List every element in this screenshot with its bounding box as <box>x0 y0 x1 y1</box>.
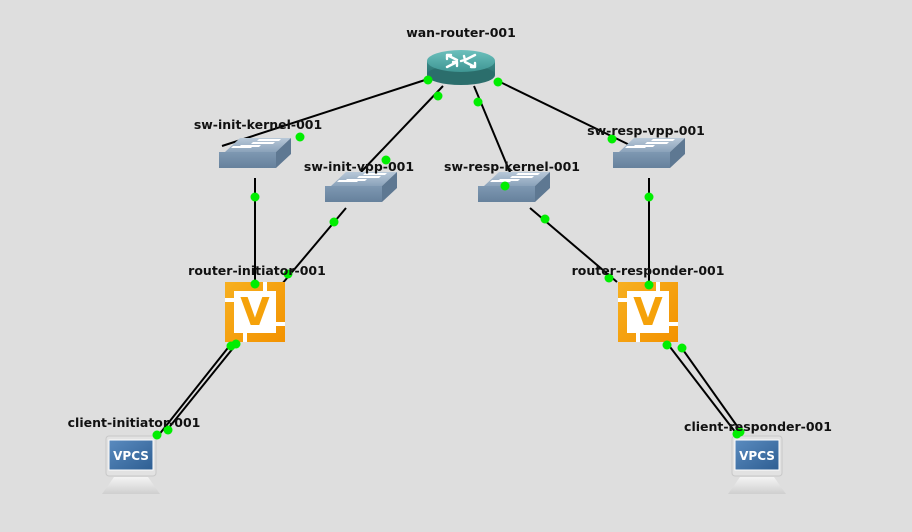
link-status-dot <box>604 273 614 283</box>
link-status-dot <box>250 279 260 289</box>
node-label: sw-resp-kernel-001 <box>444 159 580 174</box>
link-router-responder-001-to-client-responder-001[interactable] <box>666 342 737 434</box>
vpcs-screen-label: VPCS <box>113 449 149 463</box>
link-status-dot <box>152 430 162 440</box>
link-status-dot <box>231 339 241 349</box>
node-sw-init-vpp-001[interactable] <box>325 172 397 202</box>
link-status-dot <box>433 91 443 101</box>
vyos-logo-icon: V <box>633 290 663 334</box>
link-wan-router-001-to-sw-resp-vpp-001[interactable] <box>495 79 641 151</box>
node-label: sw-init-kernel-001 <box>193 117 323 132</box>
link-status-dot <box>540 214 550 224</box>
vyos-logo-icon: V <box>240 290 270 334</box>
link-status-dot <box>662 340 672 350</box>
link-status-dot <box>644 192 654 202</box>
link-status-dot <box>381 155 391 165</box>
link-status-dot <box>500 181 510 191</box>
node-wan-router-001[interactable] <box>427 50 495 85</box>
link-wan-router-001-to-sw-init-kernel-001[interactable] <box>221 79 426 147</box>
node-sw-resp-kernel-001[interactable] <box>478 172 550 202</box>
link-status-dot <box>677 343 687 353</box>
node-sw-init-kernel-001[interactable] <box>219 138 291 168</box>
node-label: wan-router-001 <box>406 25 516 40</box>
node-label: client-responder-001 <box>684 419 832 434</box>
link-status-dot <box>329 217 339 227</box>
node-client-responder-001[interactable]: VPCS <box>728 435 786 494</box>
switch-arrows-icon <box>625 139 675 148</box>
link-status-dot <box>423 75 433 85</box>
link-status-layer <box>152 75 745 440</box>
link-status-dot <box>295 132 305 142</box>
link-status-dot <box>644 280 654 290</box>
link-status-dot <box>250 192 260 202</box>
link-status-dot <box>163 425 173 435</box>
link-wan-router-001-to-sw-init-vpp-001[interactable] <box>360 85 444 173</box>
link-status-dot <box>607 134 617 144</box>
link-status-dot <box>493 77 503 87</box>
nodes-layer: V V VPCS VPCS <box>102 50 786 494</box>
link-router-initiator-001-to-client-initiator-001[interactable] <box>157 343 232 437</box>
node-sw-resp-vpp-001[interactable] <box>613 138 685 168</box>
link-router-initiator-001-to-client-initiator-001[interactable] <box>166 341 239 431</box>
node-label: sw-init-vpp-001 <box>303 159 415 174</box>
node-router-responder-001[interactable]: V <box>618 282 678 342</box>
switch-arrows-icon <box>337 173 387 182</box>
node-router-initiator-001[interactable]: V <box>225 282 285 342</box>
node-label: client-initiator-001 <box>67 415 201 430</box>
link-status-dot <box>283 269 293 279</box>
node-label: sw-resp-vpp-001 <box>587 123 705 138</box>
vpcs-screen-label: VPCS <box>739 449 775 463</box>
node-client-initiator-001[interactable]: VPCS <box>102 435 160 494</box>
switch-arrows-icon <box>490 173 540 182</box>
switch-arrows-icon <box>231 139 281 148</box>
router-arrows-icon <box>445 53 477 69</box>
node-label: router-responder-001 <box>571 263 725 278</box>
link-router-responder-001-to-client-responder-001[interactable] <box>680 346 743 434</box>
link-status-dot <box>735 427 745 437</box>
node-label: router-initiator-001 <box>188 263 326 278</box>
link-status-dot <box>473 97 483 107</box>
